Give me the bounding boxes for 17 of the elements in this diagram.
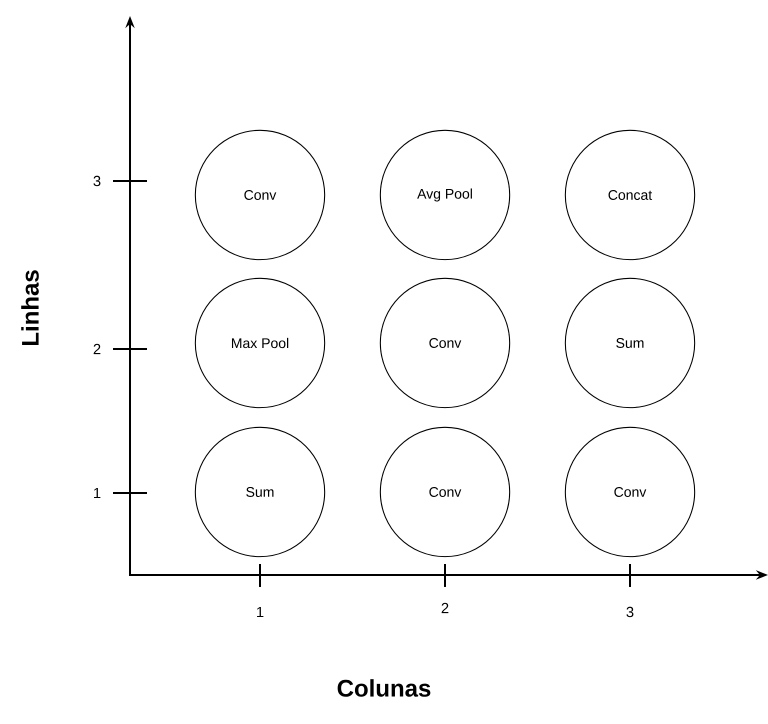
circle-node: Max Pool bbox=[194, 278, 326, 408]
circle-node: Avg Pool bbox=[380, 130, 510, 260]
circle-node: Sum bbox=[194, 426, 326, 558]
circle-node: Conv bbox=[380, 278, 510, 408]
axis-title: Colunas bbox=[338, 679, 430, 697]
tick-label: 1 bbox=[257, 606, 264, 618]
circle-node: Concat bbox=[564, 130, 696, 260]
tick-label: 2 bbox=[94, 344, 100, 354]
tick-label: 3 bbox=[94, 176, 100, 186]
circle-node: Conv bbox=[380, 426, 510, 558]
tick-label: 2 bbox=[442, 602, 448, 614]
tick-label: 3 bbox=[626, 606, 634, 618]
circle-node: Conv bbox=[564, 426, 696, 558]
circle-node: Conv bbox=[194, 130, 326, 260]
tick-label: 1 bbox=[94, 488, 100, 498]
axis-title: Linhas bbox=[21, 270, 39, 346]
circle-node: Sum bbox=[564, 278, 696, 408]
